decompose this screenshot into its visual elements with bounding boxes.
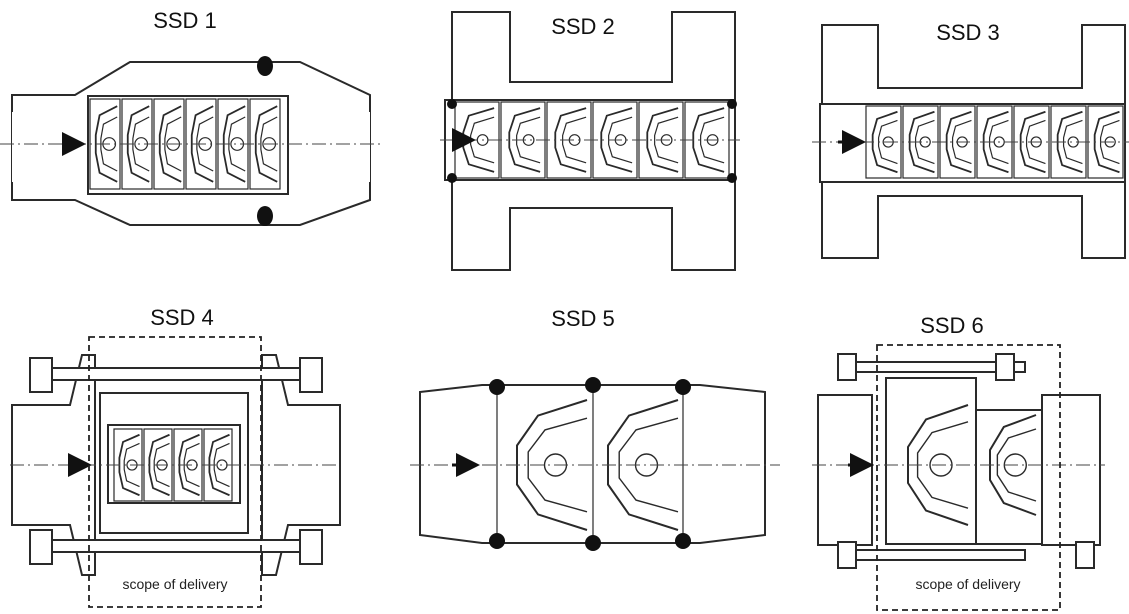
nut-icon (29, 529, 53, 565)
panel-ssd-6: SSD 6 scope of delivery (812, 313, 1105, 611)
tie-bolt (39, 539, 321, 553)
weld-dot-icon (675, 533, 691, 549)
weld-dot-icon (489, 379, 505, 395)
weld-dot-icon (727, 173, 737, 183)
panel-ssd-1: SSD 1 (0, 8, 380, 226)
nut-icon (995, 353, 1015, 381)
nut-icon (299, 357, 323, 393)
weld-dot-icon (675, 379, 691, 395)
nut-icon (837, 541, 857, 569)
right-flange (1041, 394, 1101, 546)
tie-bolt (39, 367, 321, 381)
scope-of-delivery-frame (876, 344, 1061, 611)
panel-title: SSD 2 (551, 14, 615, 39)
scope-of-delivery-label: scope of delivery (915, 576, 1020, 592)
panel-title: SSD 6 (920, 313, 984, 338)
weld-dot-icon (447, 99, 457, 109)
weld-dot-icon (257, 206, 273, 226)
scope-of-delivery-label: scope of delivery (122, 576, 227, 592)
panel-ssd-4: SSD 4 scope of delivery (10, 305, 341, 608)
nut-icon (299, 529, 323, 565)
weld-dot-icon (727, 99, 737, 109)
wafer-body (975, 409, 1043, 545)
weld-dot-icon (489, 533, 505, 549)
nut-icon (837, 353, 857, 381)
scope-of-delivery-frame (88, 336, 262, 608)
weld-dot-icon (447, 173, 457, 183)
nut-icon (1075, 541, 1095, 569)
weld-dot-icon (257, 56, 273, 76)
panel-ssd-3: SSD 3 (812, 20, 1129, 259)
tie-bolt (844, 549, 1026, 561)
panel-title: SSD 4 (150, 305, 214, 330)
panel-title: SSD 1 (153, 8, 217, 33)
nut-icon (29, 357, 53, 393)
panel-ssd-2: SSD 2 (440, 11, 740, 271)
left-flange (817, 394, 873, 546)
panel-title: SSD 3 (936, 20, 1000, 45)
weld-dot-icon (585, 377, 601, 393)
panel-ssd-5: SSD 5 (410, 306, 780, 551)
weld-dot-icon (585, 535, 601, 551)
panel-title: SSD 5 (551, 306, 615, 331)
